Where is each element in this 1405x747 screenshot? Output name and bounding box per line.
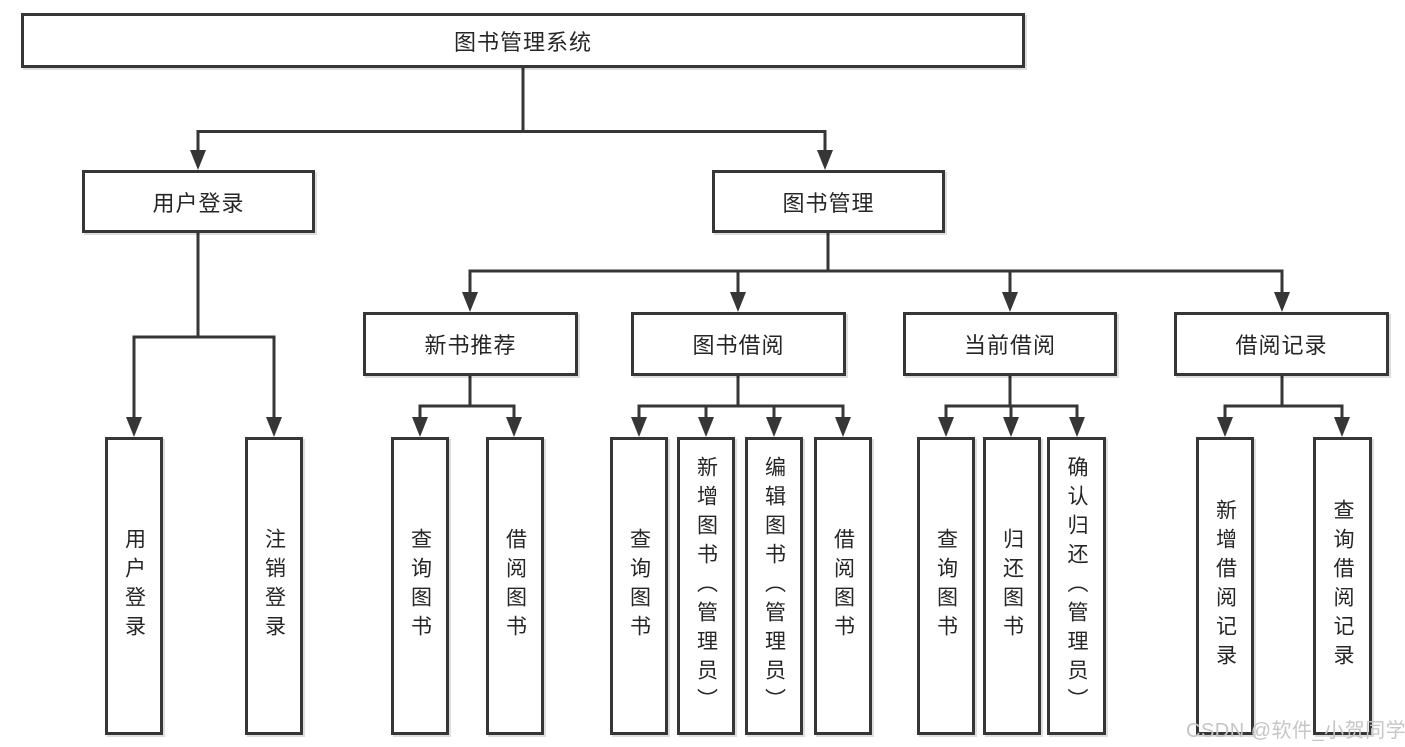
arrowhead-icon	[766, 417, 782, 437]
arrowhead-icon	[412, 417, 428, 437]
arrowhead-icon	[1217, 417, 1233, 437]
leaf-add-borrow-record: 新增借阅记录	[1196, 437, 1254, 735]
leaf-query-borrow-record: 查询借阅记录	[1313, 437, 1372, 735]
arrowhead-icon	[1274, 292, 1290, 312]
leaf-user-login: 用户登录	[105, 437, 163, 735]
node-borrowing-records: 借阅记录	[1174, 312, 1389, 376]
node-new-book-recommendation: 新书推荐	[363, 312, 578, 376]
connector-bookmgmt-to-level3	[468, 233, 1284, 297]
leaf-borrow-book-recommend: 借阅图书	[486, 437, 544, 735]
leaf-add-book-admin: 新增图书（管理员）	[677, 437, 735, 735]
arrowhead-icon	[938, 417, 954, 437]
connector-borrow-to-leaves	[637, 376, 845, 422]
connector-userlogin-to-leaves	[132, 233, 276, 422]
node-current-borrowing: 当前借阅	[903, 312, 1117, 376]
leaf-query-book-current: 查询图书	[917, 437, 975, 735]
arrowhead-icon	[817, 150, 833, 170]
arrowhead-icon	[835, 417, 851, 437]
arrowhead-icon	[126, 417, 142, 437]
connector-current-to-leaves	[944, 376, 1079, 422]
node-user-login: 用户登录	[82, 170, 315, 233]
arrowhead-icon	[1002, 292, 1018, 312]
leaf-query-book-recommend: 查询图书	[391, 437, 449, 735]
arrowhead-icon	[1334, 417, 1350, 437]
connector-newrec-to-leaves	[418, 376, 516, 422]
arrowhead-icon	[1003, 417, 1019, 437]
leaf-borrow-book-borrow: 借阅图书	[814, 437, 872, 735]
arrowhead-icon	[462, 292, 478, 312]
leaf-logout: 注销登录	[245, 437, 303, 735]
leaf-return-book: 归还图书	[983, 437, 1041, 735]
node-book-management: 图书管理	[712, 170, 945, 233]
arrowhead-icon	[730, 292, 746, 312]
leaf-query-book-borrow: 查询图书	[610, 437, 668, 735]
csdn-watermark: CSDN @软件_小贺同学	[1186, 720, 1405, 742]
arrowhead-icon	[1069, 417, 1085, 437]
arrowhead-icon	[631, 417, 647, 437]
arrowhead-icon	[506, 417, 522, 437]
leaf-edit-book-admin: 编辑图书（管理员）	[745, 437, 803, 735]
arrowhead-icon	[190, 150, 206, 170]
connector-records-to-leaves	[1223, 376, 1344, 422]
node-book-borrowing: 图书借阅	[631, 312, 846, 376]
arrowhead-icon	[698, 417, 714, 437]
connector-root-to-level2	[196, 68, 827, 155]
leaf-confirm-return-admin: 确认归还（管理员）	[1047, 437, 1106, 735]
arrowhead-icon	[266, 417, 282, 437]
node-root: 图书管理系统	[21, 13, 1025, 68]
